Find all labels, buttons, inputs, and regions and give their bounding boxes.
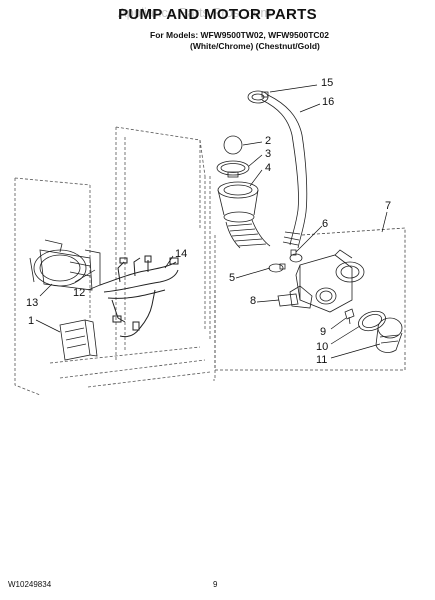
motor-control-icon (59, 319, 98, 361)
model-list: For Models: WFW9500TW02, WFW9500TC02 (Wh… (150, 30, 329, 52)
callout-9: 9 (320, 326, 327, 338)
pump-filter-icon (375, 317, 403, 353)
screw-icon (344, 308, 355, 325)
callout-4: 4 (265, 162, 272, 174)
clamp-icon-6 (289, 249, 303, 263)
callout-12: 12 (73, 287, 86, 299)
callout-15: 15 (321, 77, 334, 89)
callout-10: 10 (316, 341, 329, 353)
callout-8: 8 (250, 295, 257, 307)
cap-icon (223, 135, 243, 155)
drain-hose-icon (261, 94, 308, 249)
bracket-icon-8 (277, 293, 299, 307)
clamp-icon-15 (247, 90, 269, 104)
callout-6: 6 (322, 218, 329, 230)
callout-11: 11 (316, 354, 328, 366)
callout-7: 7 (385, 200, 392, 212)
diagram-title: PUMP AND MOTOR PARTS (118, 6, 317, 23)
drain-pump-icon (289, 249, 365, 313)
motor-icon (29, 239, 101, 291)
leader-lines (35, 84, 388, 359)
watermark: Appliance Parts Pros .com (118, 5, 272, 20)
tub-hose-icon (217, 181, 271, 249)
callout-2: 2 (265, 135, 272, 147)
document-code: W10249834 (8, 580, 52, 589)
models-line-1: For Models: WFW9500TW02, WFW9500TC02 (150, 30, 329, 40)
callout-14: 14 (175, 248, 188, 260)
models-line-2: (White/Chrome) (Chestnut/Gold) (190, 41, 320, 51)
callout-5: 5 (229, 272, 236, 284)
clamp-ring-icon (216, 160, 250, 178)
o-ring-icon (358, 310, 386, 332)
callout-16: 16 (322, 96, 335, 108)
callout-1: 1 (28, 315, 35, 327)
cabinet-outline (14, 126, 216, 396)
callout-3: 3 (265, 148, 272, 160)
wire-harness-icon (99, 255, 179, 338)
page-number: 9 (213, 580, 218, 589)
pump-assembly-box (214, 227, 406, 371)
callout-13: 13 (26, 297, 39, 309)
clamp-icon-5 (268, 263, 286, 273)
